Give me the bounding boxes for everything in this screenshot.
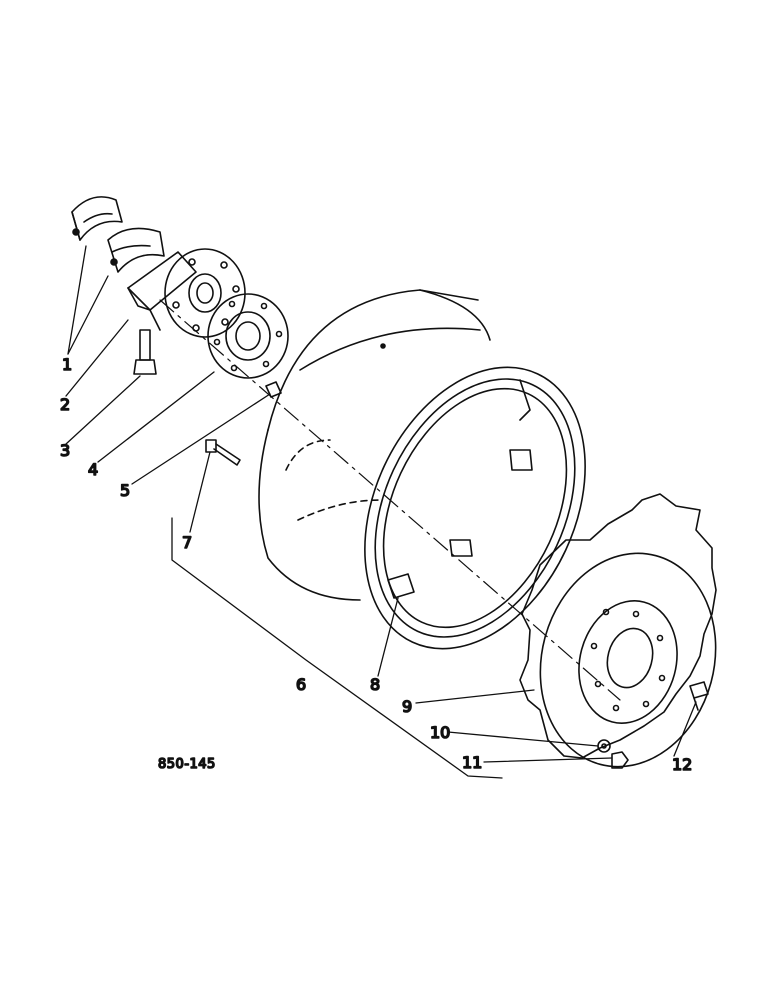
- wheel-rim: [258, 289, 586, 650]
- reference-code: 850-145: [158, 757, 216, 772]
- part-3-bolt: [133, 329, 157, 375]
- callout-7: 7: [182, 533, 192, 552]
- callout-5: 5: [120, 481, 130, 500]
- callout-8: 8: [370, 675, 380, 694]
- part-9-disc: [519, 493, 717, 768]
- part-4-plate: [207, 293, 289, 379]
- callout-labels: 1 2 3 4 5 6 7 8 9 10 11 12: [59, 354, 693, 775]
- center-line: [159, 299, 621, 701]
- callout-1: 1: [62, 355, 72, 374]
- part-7-long-bolt: [205, 439, 241, 466]
- callout-12: 12: [672, 755, 692, 774]
- callout-3: 3: [60, 441, 70, 460]
- callout-11: 11: [462, 753, 482, 772]
- callout-10: 10: [430, 723, 450, 742]
- callout-6: 6: [296, 675, 306, 694]
- part-12-bolt: [689, 681, 709, 711]
- leader-lines: [65, 245, 697, 779]
- callout-2: 2: [60, 395, 70, 414]
- callout-9: 9: [402, 697, 412, 716]
- part-11-nut: [611, 751, 629, 769]
- callout-4: 4: [88, 460, 98, 479]
- part-1-weight-segments: [71, 196, 165, 273]
- part-5-small-bolt: [265, 381, 282, 398]
